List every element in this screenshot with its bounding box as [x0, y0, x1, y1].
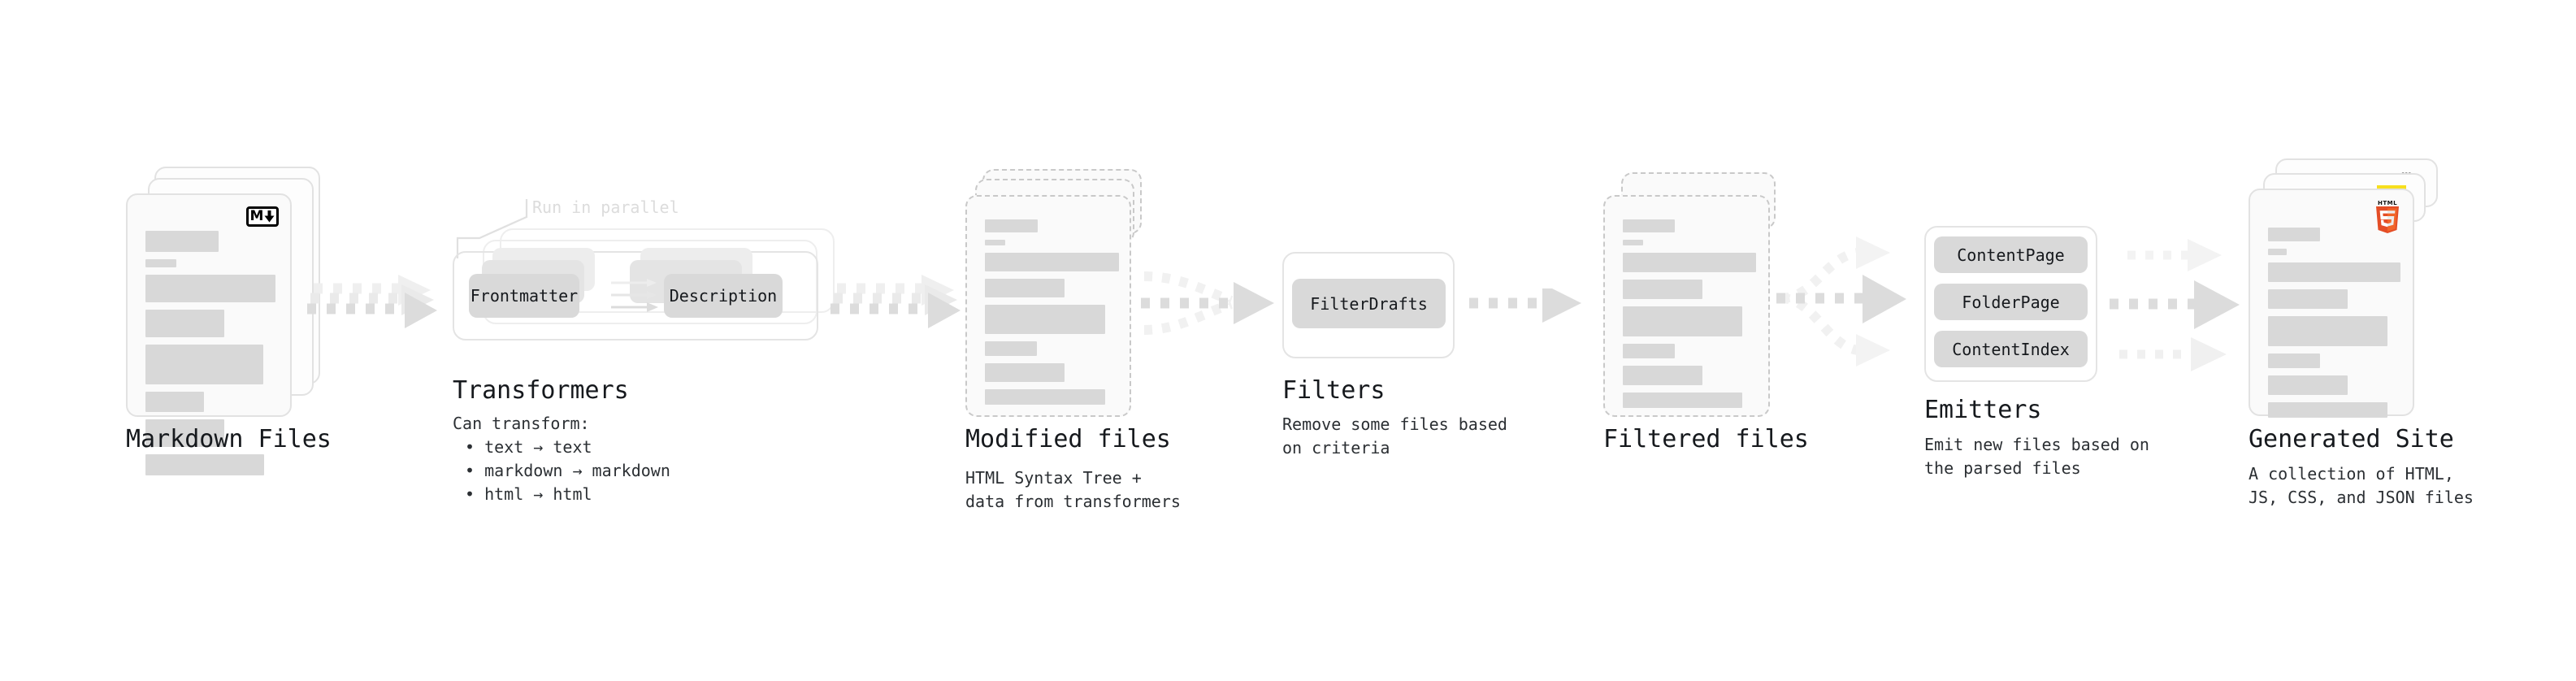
modified-card-lines — [985, 219, 1119, 412]
stage-title-generated-site: Generated Site — [2249, 425, 2454, 453]
transformers-bullet-list: text → text markdown → markdown html → h… — [465, 436, 670, 506]
conn-emitters-to-site — [2110, 234, 2256, 374]
emitters-pill-contentindex-label: ContentIndex — [1952, 339, 2070, 359]
transformer-inner-arrows — [611, 276, 674, 317]
markdown-card-front: M — [126, 193, 292, 475]
emitters-pill-contentindex[interactable]: ContentIndex — [1934, 331, 2088, 367]
stage-title-filters: Filters — [1282, 376, 1386, 405]
transformers-bullet-0: text → text — [465, 436, 670, 459]
html5-icon-shield — [2376, 206, 2399, 233]
filters-pill-filterdrafts[interactable]: FilterDrafts — [1292, 279, 1446, 328]
transformer-chip-description-label: Description — [669, 286, 778, 306]
run-in-parallel-bracket — [455, 193, 553, 258]
transformer-chip-frontmatter[interactable]: Frontmatter — [469, 274, 579, 318]
conn-transformers-to-modified — [830, 268, 961, 349]
transformers-subtitle: Can transform: — [453, 414, 590, 433]
generated-site-description: A collection of HTML, JS, CSS, and JSON … — [2249, 464, 2474, 507]
filters-description: Remove some files based on criteria — [1282, 414, 1507, 458]
emitters-pill-folderpage[interactable]: FolderPage — [1934, 284, 2088, 320]
stage-title-transformers: Transformers — [453, 376, 629, 405]
site-card-front: HTML — [2249, 189, 2414, 418]
run-in-parallel-label: Run in parallel — [532, 197, 679, 217]
site-card-lines — [2268, 228, 2400, 425]
transformers-bullet-2: html → html — [465, 483, 670, 506]
stage-title-modified-files: Modified files — [965, 425, 1171, 453]
filtered-card-lines — [1623, 219, 1756, 415]
conn-markdown-to-transformers — [307, 268, 437, 349]
conn-filters-to-filtered — [1469, 284, 1591, 337]
markdown-icon-arrow — [264, 210, 275, 223]
html5-icon: HTML — [2374, 200, 2401, 234]
filtered-card-front — [1603, 195, 1770, 417]
modified-files-description: HTML Syntax Tree + data from transformer… — [965, 468, 1181, 511]
emitters-pill-folderpage-label: FolderPage — [1962, 292, 2060, 312]
conn-filtered-to-emitters — [1776, 232, 1927, 370]
emitters-pill-contentpage[interactable]: ContentPage — [1934, 236, 2088, 273]
transformer-chip-description[interactable]: Description — [664, 274, 783, 318]
filters-pill-filterdrafts-label: FilterDrafts — [1310, 293, 1428, 314]
stage-title-filtered-files: Filtered files — [1603, 425, 1809, 453]
emitters-pill-contentpage-label: ContentPage — [1957, 245, 2065, 265]
conn-modified-to-filters — [1138, 260, 1284, 351]
transformer-chip-frontmatter-label: Frontmatter — [470, 286, 579, 306]
modified-card-front — [965, 195, 1131, 417]
html5-icon-label: HTML — [2377, 200, 2398, 206]
transformer-frame-front — [453, 251, 818, 340]
emitters-description: Emit new files based on the parsed files — [1924, 435, 2149, 478]
transformers-bullet-1: markdown → markdown — [465, 459, 670, 483]
markdown-icon: M — [246, 206, 279, 227]
markdown-icon-letter: M — [249, 208, 264, 224]
stage-title-emitters: Emitters — [1924, 396, 2042, 424]
stage-title-markdown-files: Markdown Files — [126, 425, 332, 453]
markdown-card-lines — [145, 231, 275, 483]
